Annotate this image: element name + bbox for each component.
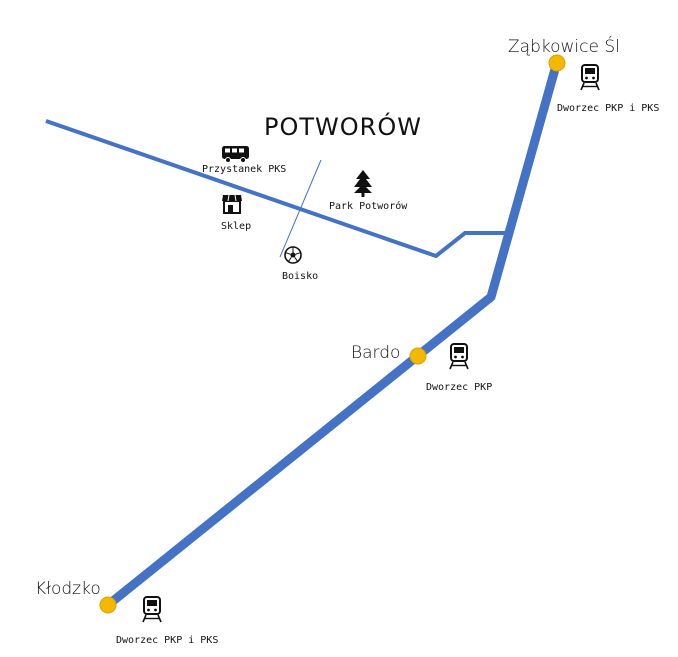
poi-label-shop: Sklep xyxy=(221,221,251,232)
train-icon xyxy=(449,343,469,370)
station-dot-zabkowice[interactable] xyxy=(548,54,566,72)
station-label-bardo: Dworzec PKP xyxy=(426,382,492,393)
train-icon xyxy=(142,596,162,623)
poi-label-bus-stop: Przystanek PKS xyxy=(202,164,286,175)
station-label-zabkowice: Dworzec PKP i PKS xyxy=(557,103,659,114)
poi-label-pitch: Boisko xyxy=(282,271,318,282)
tree-icon xyxy=(354,170,372,197)
city-label-bardo: Bardo xyxy=(351,343,400,363)
train-icon xyxy=(580,64,600,91)
shop-icon xyxy=(222,194,242,214)
station-dot-bardo[interactable] xyxy=(409,347,427,365)
bus-icon xyxy=(222,146,249,163)
map-title: POTWORÓW xyxy=(264,111,422,141)
station-dot-klodzko[interactable] xyxy=(99,596,117,614)
footpath xyxy=(279,159,322,258)
soccer-ball-icon xyxy=(284,246,302,264)
station-label-klodzko: Dworzec PKP i PKS xyxy=(116,635,218,646)
poi-label-park: Park Potworów xyxy=(329,200,408,212)
local-road xyxy=(45,119,507,259)
city-label-klodzko: Kłodzko xyxy=(35,579,101,599)
main-route xyxy=(105,60,562,609)
city-label-zabkowice: Ząbkowice Śl xyxy=(508,35,620,57)
